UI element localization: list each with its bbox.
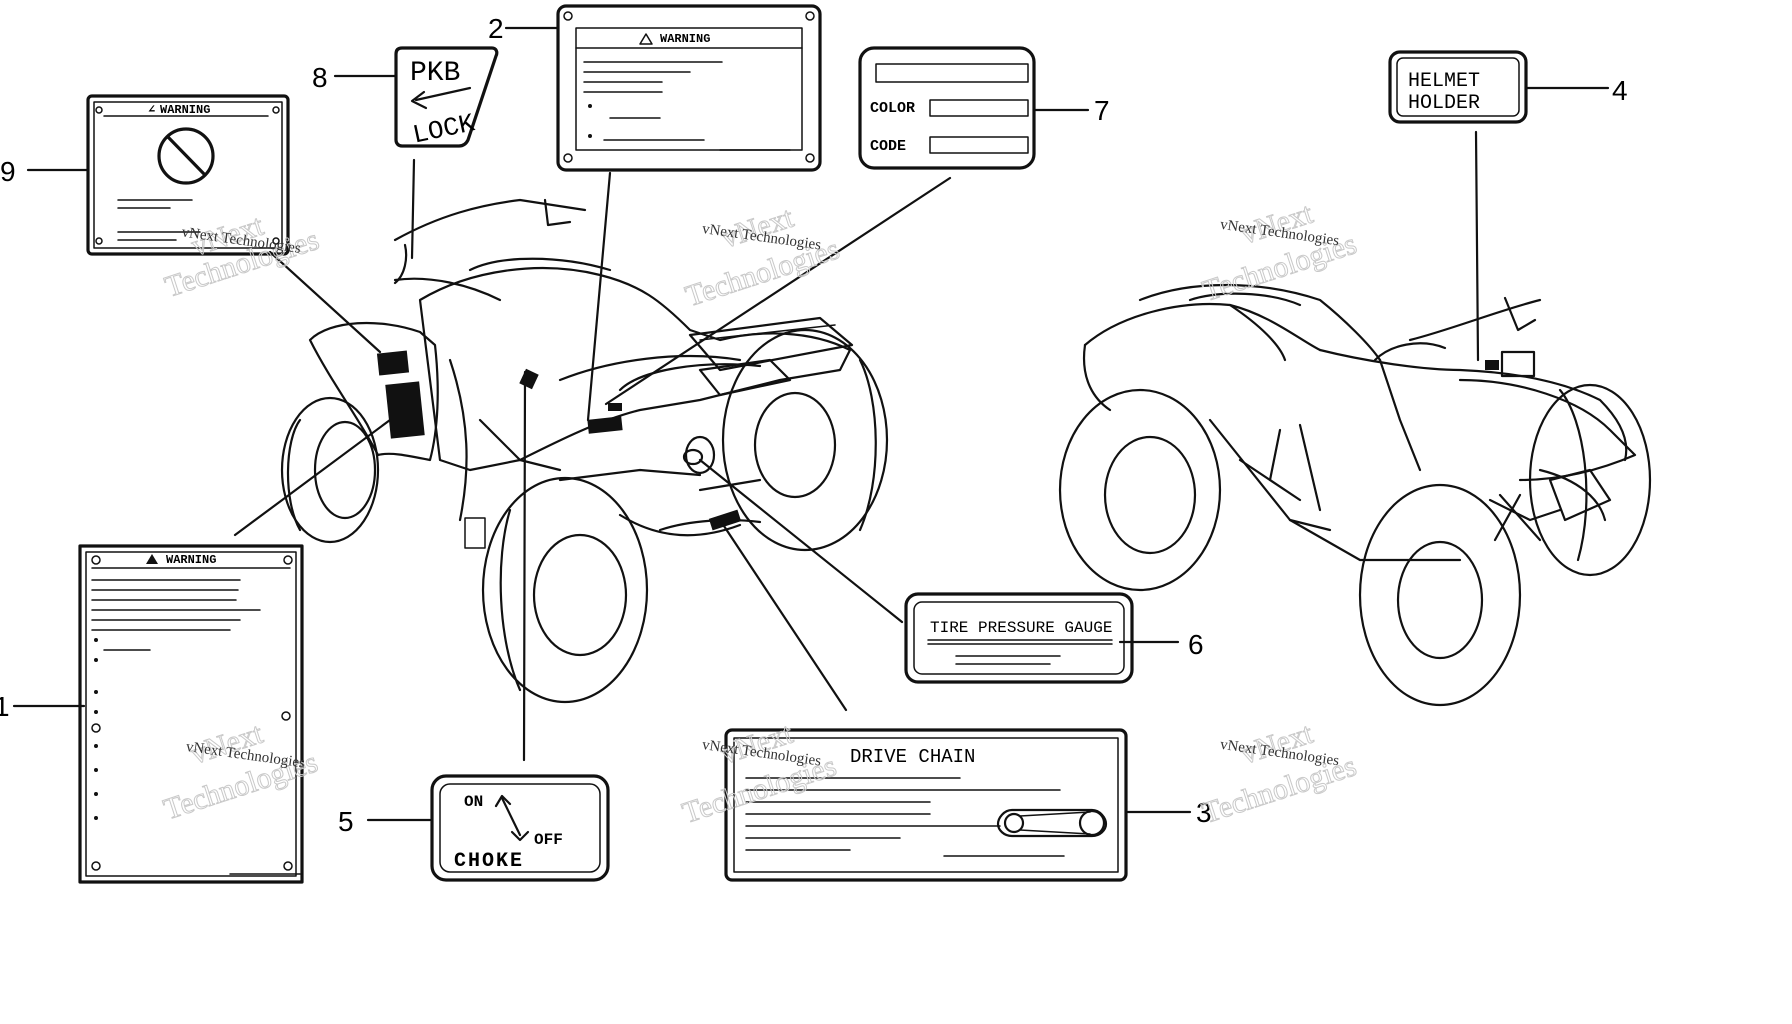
callout-6: 6 (1188, 629, 1204, 660)
label-7-code-text: CODE (870, 138, 906, 155)
label-5-off-text: OFF (534, 831, 563, 849)
atv-rear-right-drawing (1058, 283, 1652, 707)
svg-text:∠: ∠ (148, 103, 155, 117)
callout-1: 1 (0, 691, 10, 722)
label-5-choke: ON OFF CHOKE (430, 774, 610, 882)
label-6-tire-pressure-gauge: TIRE PRESSURE GAUGE (904, 592, 1134, 684)
label-9-warning-prohibition: WARNING ∠ (86, 94, 290, 256)
watermark-4: vNext Technologies vNext Technologies (159, 716, 322, 827)
label-4-helmet-text: HELMET (1408, 70, 1480, 93)
label-2-warning-text: WARNING (660, 32, 710, 46)
callout-5: 5 (338, 806, 354, 837)
label-9-warning-text: WARNING (160, 103, 210, 117)
callout-8: 8 (312, 62, 328, 93)
label-1-warning-text: WARNING (166, 553, 216, 567)
label-6-gauge-text: TIRE PRESSURE GAUGE (930, 619, 1112, 637)
label-7-color-text: COLOR (870, 100, 915, 117)
label-3-drive-chain-text: DRIVE CHAIN (850, 746, 975, 768)
label-8-lock-text: LOCK (410, 108, 478, 150)
label-4-holder-text: HOLDER (1408, 92, 1480, 115)
label-5-on-text: ON (464, 793, 483, 811)
label-8-pkb-text: PKB (410, 58, 460, 89)
watermark-1: vNext Technologies vNext Technologies (161, 208, 324, 304)
atv-front-left-drawing (280, 198, 889, 704)
watermark-3: vNext Technologies vNext Technologies (1198, 196, 1361, 308)
leader-lines (12, 26, 1610, 822)
label-1-warning-large: WARNING (78, 544, 304, 884)
callout-7: 7 (1094, 95, 1110, 126)
label-8-pkb-lock: PKB LOCK (394, 46, 499, 151)
callout-2: 2 (488, 13, 504, 44)
watermarks: vNext Technologies vNext Technologies vN… (159, 196, 1361, 830)
label-4-helmet-holder: HELMET HOLDER (1388, 50, 1528, 124)
label-5-choke-text: CHOKE (454, 850, 524, 873)
label-7-color-code: COLOR CODE (858, 46, 1036, 170)
label-3-drive-chain: DRIVE CHAIN (724, 728, 1128, 882)
label-2-warning-main: WARNING (556, 4, 822, 172)
callout-3: 3 (1196, 797, 1212, 828)
watermark-6: vNext Technologies vNext Technologies (1198, 716, 1361, 830)
callout-9: 9 (0, 156, 16, 187)
watermark-2: vNext Technologies vNext Technologies (681, 200, 844, 314)
callout-4: 4 (1612, 75, 1628, 106)
watermark-5: vNext Technologies vNext Technologies (678, 716, 841, 830)
callout-numbers: 1 2 3 4 5 6 7 8 9 (0, 13, 1628, 837)
